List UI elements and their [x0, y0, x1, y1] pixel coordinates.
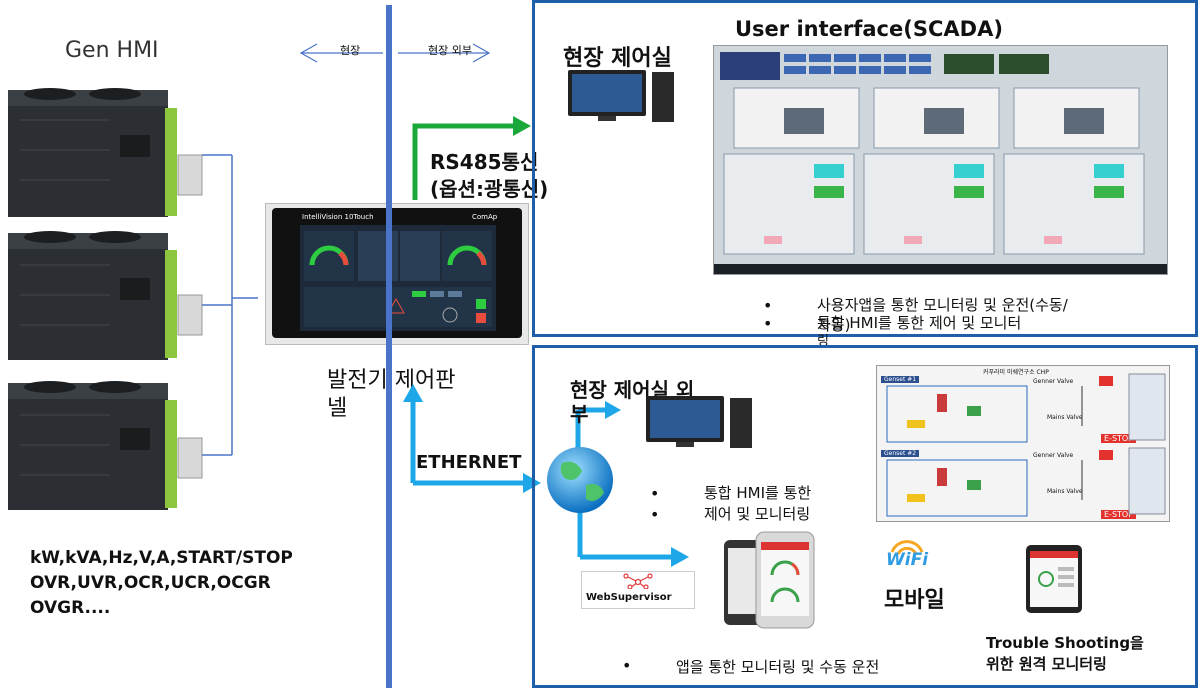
control-panel-device: IntelliVision 10Touch ComAp: [265, 203, 529, 345]
device-brand-left: IntelliVision 10Touch: [302, 213, 374, 221]
wifi-logo: WiFi: [884, 534, 930, 574]
smartphone-icon: [724, 531, 815, 629]
chp-title: 커푸라미 미쉐연구소 CHP: [983, 369, 1049, 376]
generator-unit-3: [8, 381, 203, 510]
onsite-bullet-dot-2: •: [763, 314, 773, 333]
globe-icon: [547, 447, 613, 513]
websupervisor-logo: WebSupervisor: [581, 571, 695, 609]
app-bullet: 앱을 통한 모니터링 및 수동 운전: [676, 658, 880, 676]
onsite-bullet-1: 사용자앱을 통한 모니터링 및 운전(수동/: [817, 296, 1068, 314]
wifi-text: WiFi: [886, 550, 929, 570]
scada-title: User interface(SCADA): [735, 17, 1003, 41]
rs485-label-line1: RS485통신: [430, 150, 539, 174]
offsite-title-line2: 부: [570, 402, 589, 426]
genner-valve-label-2: Genner Valve: [1033, 452, 1074, 459]
mobile-label: 모바일: [884, 588, 945, 613]
divider-arrows: [299, 43, 491, 63]
genset1-label: Genset #1: [881, 376, 920, 383]
app-bullet-dot: •: [622, 656, 632, 675]
generator-unit-1: [8, 88, 203, 217]
desktop-pc-icon-offsite: [646, 396, 752, 448]
generator-unit-2: [8, 231, 203, 360]
trouble-line1: Trouble Shooting을: [986, 634, 1144, 652]
spec-line-3: OVGR....: [30, 598, 111, 618]
trouble-line2: 위한 원격 모니터링: [986, 655, 1107, 673]
websupervisor-text: WebSupervisor: [586, 592, 672, 603]
mains-valve-label-2: Mains Valve: [1047, 488, 1083, 495]
onsite-bullet-1-cont: 자동): [817, 316, 851, 334]
tablet-icon: [1026, 545, 1082, 613]
genner-valve-label-1: Genner Valve: [1033, 378, 1074, 385]
onsite-bullet-2: 통합 HMI를 통한 제어 및 모니터: [817, 314, 1022, 332]
rs485-label-line2: (옵션:광통신): [430, 177, 549, 201]
onsite-bullet-dot-1: •: [763, 296, 773, 315]
device-brand-right: ComAp: [472, 213, 498, 221]
generator-stack: [8, 88, 258, 510]
device-screen: [300, 225, 496, 331]
estop-label-1[interactable]: E-STOP: [1101, 434, 1137, 443]
onsite-bullet-2-cont: 링: [817, 334, 829, 349]
spec-line-2: OVR,UVR,OCR,UCR,OCGR: [30, 573, 271, 593]
site-divider: [386, 5, 392, 688]
ethernet-label: ETHERNET: [416, 452, 522, 473]
estop-label-2[interactable]: E-STOP: [1101, 510, 1137, 519]
genset2-label: Genset #2: [881, 450, 920, 457]
panel-title-line2: 넬: [327, 396, 348, 421]
scada-screenshot: [713, 45, 1168, 275]
offsite-bullet-dot-2: •: [650, 505, 660, 524]
offsite-bullet-2: 제어 및 모니터링: [704, 505, 811, 523]
divider-label-offsite: 현장 외부: [428, 44, 472, 57]
desktop-pc-icon: [568, 70, 674, 122]
generator-wiring: [202, 154, 258, 456]
mains-valve-label-1: Mains Valve: [1047, 414, 1083, 421]
offsite-bullet-1: 통합 HMI를 통한: [704, 484, 812, 502]
offsite-bullet-dot-1: •: [650, 484, 660, 503]
divider-label-onsite: 현장: [340, 44, 361, 57]
offsite-box: [532, 345, 1198, 688]
chp-hmi-screenshot: 커푸라미 미쉐연구소 CHP Genset #1 Genset #2 Genne…: [876, 365, 1170, 522]
onsite-control-room-box: [532, 0, 1198, 337]
gen-hmi-title: Gen HMI: [65, 38, 159, 63]
spec-line-1: kW,kVA,Hz,V,A,START/STOP: [30, 548, 293, 568]
onsite-room-title: 현장 제어실: [563, 46, 672, 71]
